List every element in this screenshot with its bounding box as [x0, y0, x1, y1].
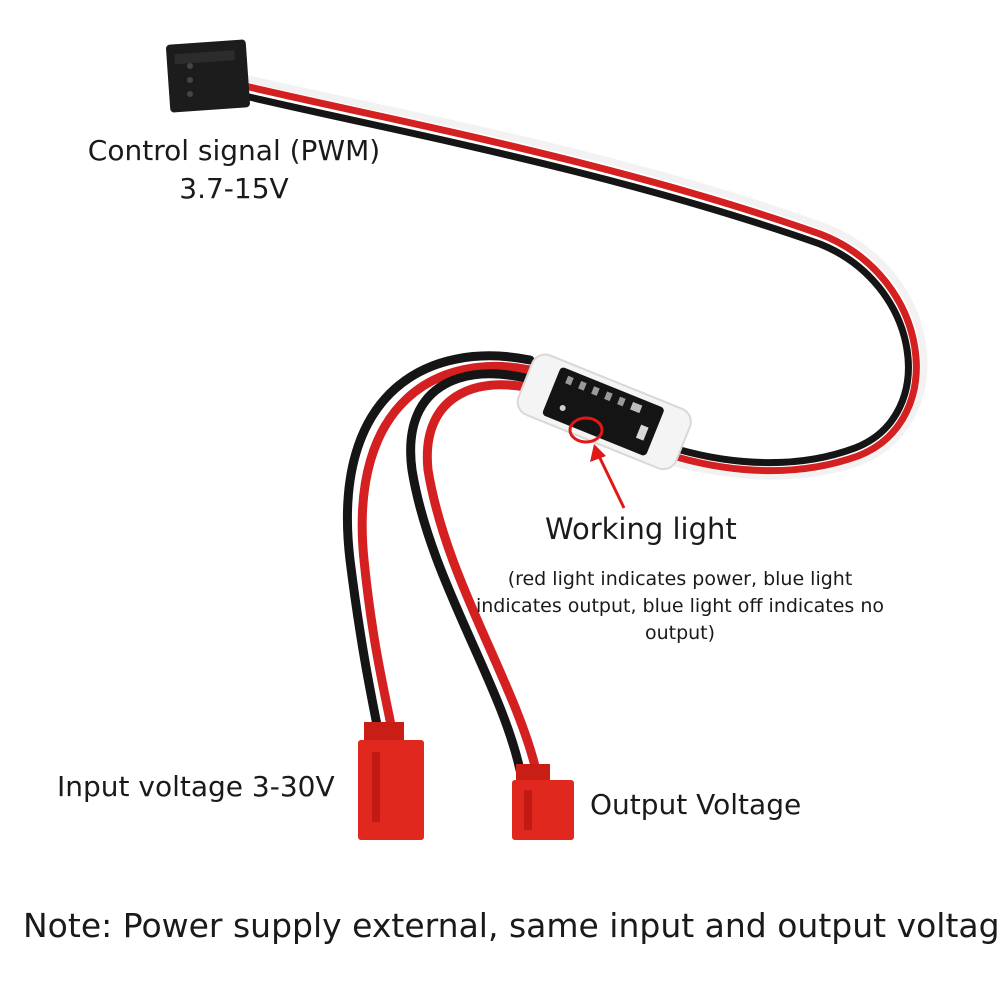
- output-voltage-label: Output Voltage: [590, 788, 802, 821]
- footer-note: Note: Power supply external, same input …: [23, 906, 1000, 945]
- control-signal-title: Control signal (PWM): [87, 134, 381, 167]
- arrow-icon: [590, 444, 626, 509]
- three-pin-servo-plug-icon: [165, 39, 251, 113]
- working-light-note: (red light indicates power, blue light i…: [475, 568, 885, 644]
- pwm-cable: [241, 74, 928, 480]
- red-jst-plug-icon: [512, 764, 574, 840]
- control-signal-voltage: 3.7-15V: [179, 172, 289, 205]
- working-light-highlight: [568, 416, 604, 444]
- working-light-label: Working light: [545, 512, 737, 546]
- output-cable: [406, 369, 550, 775]
- input-voltage-label: Input voltage 3-30V: [57, 770, 335, 803]
- input-cable: [342, 351, 535, 735]
- control-signal-label: Control signal (PWM) 3.7-15V: [74, 132, 394, 208]
- red-jst-plug-icon: [358, 722, 424, 840]
